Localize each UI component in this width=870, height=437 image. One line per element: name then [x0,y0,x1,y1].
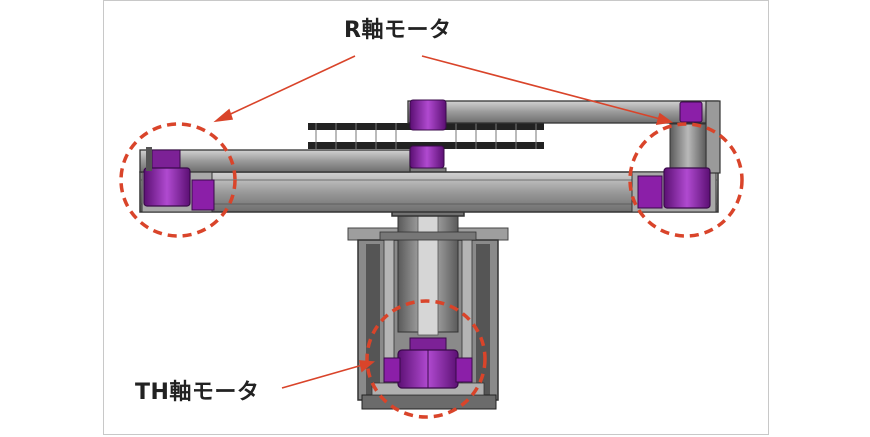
arrowhead-r-left [213,108,234,123]
arrowhead-th [359,360,376,373]
callout-circle-left-r [119,122,237,238]
arrowhead-r-right [655,112,674,125]
upper-pulley [409,99,447,131]
lower-pulley [409,145,445,169]
left-r-axis-motor [143,147,215,211]
upper-arm [407,100,721,174]
callout-circle-right-r [628,122,744,238]
arrow-th [281,363,367,389]
th-axis-motor-label: TH軸モータ [135,380,260,405]
callout-circle-th [365,299,487,419]
arrow-r-to-right [421,55,665,121]
arrow-r-to-left [221,55,356,119]
lower-arm [139,171,719,213]
th-axis-motor [383,337,473,389]
right-r-axis-motor [637,101,711,209]
r-axis-motor-label: R軸モータ [344,18,452,43]
